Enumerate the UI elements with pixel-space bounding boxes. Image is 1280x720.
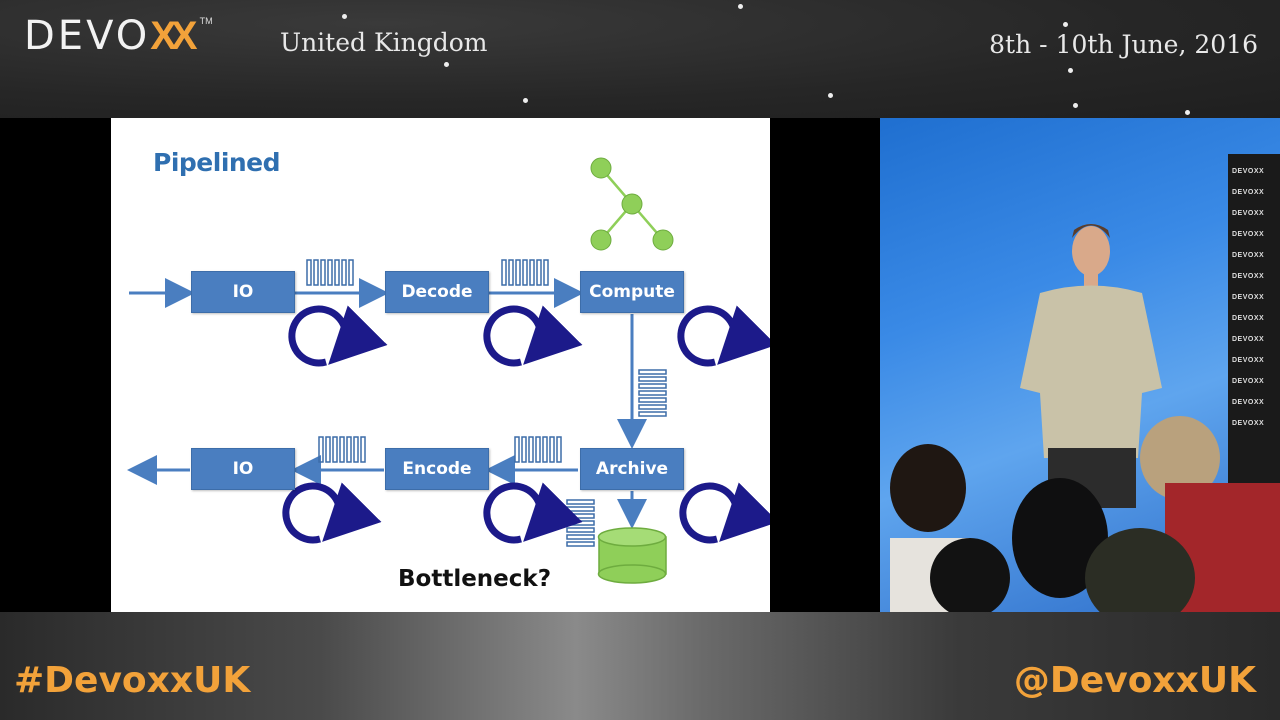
- slide-frame: Pipelined: [0, 118, 880, 612]
- conference-banner: DEVO XX TM United Kingdom 8th - 10th Jun…: [0, 0, 1280, 118]
- database-icon: [597, 527, 667, 584]
- bottleneck-label: Bottleneck?: [398, 566, 552, 592]
- devoxx-logo: DEVO XX TM: [24, 13, 213, 59]
- stage-archive: Archive: [580, 448, 684, 490]
- speaker-and-audience: [890, 224, 1280, 612]
- stage-io-out: IO: [191, 448, 295, 490]
- pipeline-diagram: [127, 157, 770, 584]
- bottom-banner: [0, 612, 1280, 720]
- event-dates: 8th - 10th June, 2016: [989, 30, 1258, 59]
- twitter-handle: @DevoxxUK: [1013, 660, 1256, 701]
- cycle-icons: [282, 305, 770, 544]
- sponsor-backdrop: DEVOXX DEVOXX DEVOXX DEVOXX DEVOXX DEVOX…: [1228, 154, 1280, 524]
- presentation-slide: Pipelined: [111, 118, 770, 612]
- stage-io-in: IO: [191, 271, 295, 313]
- flow-arrows: [127, 278, 647, 529]
- stage-encode: Encode: [385, 448, 489, 490]
- stage-compute: Compute: [580, 271, 684, 313]
- location-label: United Kingdom: [280, 28, 488, 57]
- stage-decode: Decode: [385, 271, 489, 313]
- speaker-camera-view: DEVOXX DEVOXX DEVOXX DEVOXX DEVOXX DEVOX…: [880, 118, 1280, 612]
- slide-title: Pipelined: [153, 148, 281, 177]
- hashtag-label: #DevoxxUK: [14, 660, 251, 701]
- tree-icon: [590, 157, 674, 251]
- audience-heads: [890, 416, 1280, 612]
